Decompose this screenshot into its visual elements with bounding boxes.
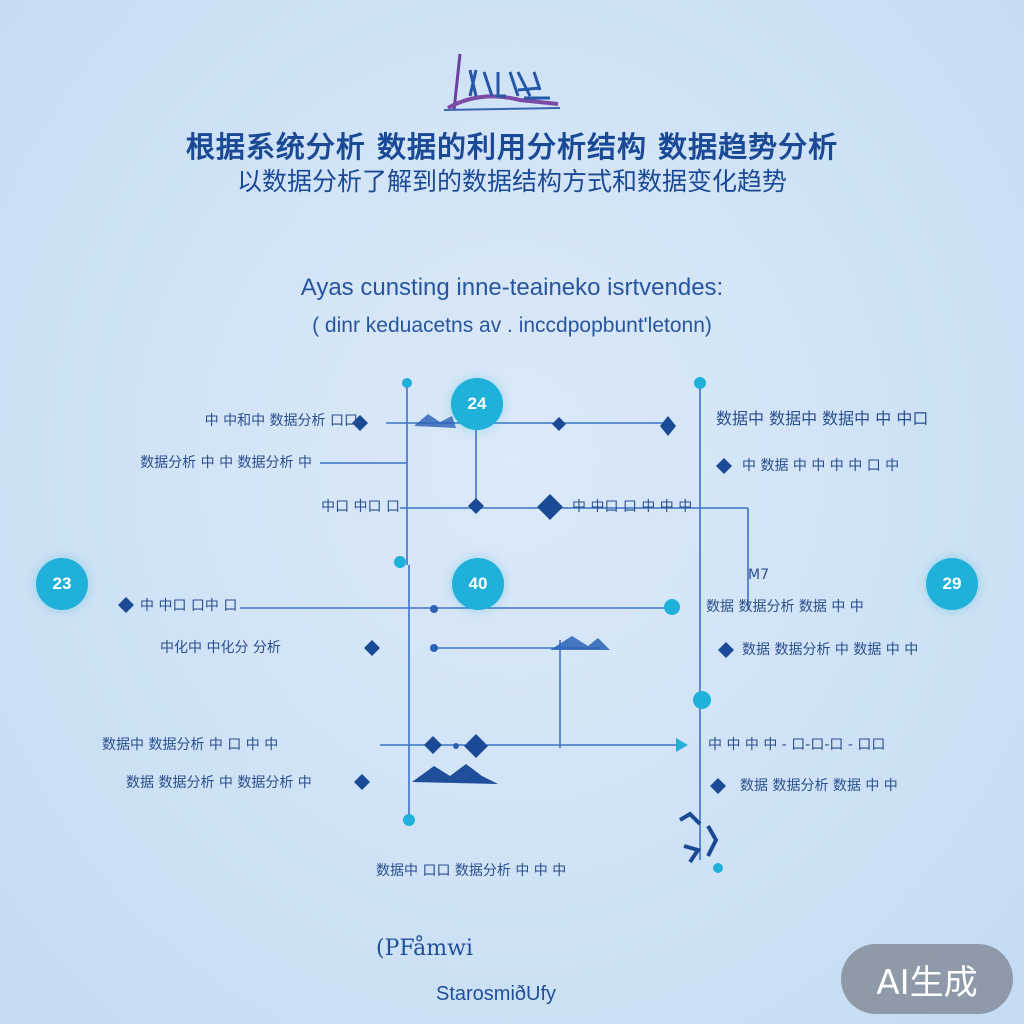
node-dot bbox=[403, 814, 415, 826]
diamond-node bbox=[364, 640, 380, 656]
diamond-node bbox=[464, 734, 488, 758]
node-dot bbox=[402, 378, 412, 388]
node-dot bbox=[430, 644, 438, 652]
label-right-3: 数据 数据分析 数据 中 中 bbox=[706, 599, 864, 615]
diamond-node bbox=[716, 458, 732, 474]
arrow-head bbox=[676, 738, 688, 752]
badge-23: 23 bbox=[36, 558, 88, 610]
wave-peak-3 bbox=[412, 764, 498, 784]
label-right-6: 数据 数据分析 数据 中 中 bbox=[740, 778, 898, 794]
diamond-node bbox=[424, 736, 442, 754]
node-dot bbox=[694, 377, 706, 389]
node-dot bbox=[430, 605, 438, 613]
diamond-node bbox=[552, 417, 566, 431]
badge-29: 29 bbox=[926, 558, 978, 610]
label-left-1: 中 中和中 数据分析 口口 bbox=[204, 413, 358, 429]
label-right-5: 中 中 中 中 - 口-口-口 - 口口 bbox=[708, 737, 886, 753]
ai-generated-badge: AI生成 bbox=[841, 944, 1013, 1014]
logo-icon bbox=[443, 53, 561, 111]
label-bottom: 数据中 口口 数据分析 中 中 中 bbox=[376, 863, 567, 879]
label-right-1: 数据中 数据中 数据中 中 中口 bbox=[716, 409, 929, 428]
diamond-node bbox=[118, 597, 134, 613]
node-dot bbox=[713, 863, 723, 873]
subtitle-line-1: Ayas cunsting inne-teaineko isrtvendes: bbox=[300, 274, 724, 301]
label-right-2: 中 数据 中 中 中 中 口 中 bbox=[742, 458, 900, 474]
label-left-7: 数据 数据分析 中 数据分析 中 bbox=[126, 775, 312, 791]
wave-peak-2 bbox=[550, 636, 610, 650]
badge-40: 40 bbox=[452, 558, 504, 610]
decor-glyph bbox=[678, 811, 719, 864]
wave-peak-1 bbox=[414, 414, 456, 428]
node-dot bbox=[664, 599, 680, 615]
diamond-node bbox=[354, 774, 370, 790]
diamond-node bbox=[710, 778, 726, 794]
node-dot bbox=[453, 743, 459, 749]
label-left-4: 中 中口 口中 口 bbox=[140, 598, 238, 614]
node-dot bbox=[693, 691, 711, 709]
diamond-node bbox=[537, 494, 563, 520]
label-left-3: 中口 中口 口 bbox=[321, 499, 400, 515]
label-right-m7: M7 bbox=[748, 567, 769, 583]
badge-24: 24 bbox=[451, 378, 503, 430]
subtitle-line-2: ( dinr keduacetns av . inccdpopbunt'leto… bbox=[312, 314, 712, 337]
label-left-5: 中化中 中化分 分析 bbox=[160, 640, 281, 656]
diamond-node bbox=[352, 415, 368, 431]
diamond-node bbox=[660, 416, 676, 436]
label-left-6: 数据中 数据分析 中 口 中 中 bbox=[102, 737, 279, 753]
title-line-2: 以数据分析了解到的数据结构方式和数据变化趋势 bbox=[236, 167, 787, 196]
title-line-1: 根据系统分析 数据的利用分析结构 数据趋势分析 bbox=[185, 130, 839, 164]
label-mid-1: 中 中口 口 中 中 中 bbox=[572, 499, 693, 515]
footer-line-1: (PFåmwi bbox=[376, 936, 474, 961]
label-left-2: 数据分析 中 中 数据分析 中 bbox=[140, 455, 312, 471]
footer-line-2: StarosmiðUfy bbox=[436, 983, 557, 1005]
label-right-4: 数据 数据分析 中 数据 中 中 bbox=[742, 642, 919, 658]
node-dot bbox=[394, 556, 406, 568]
diamond-node bbox=[468, 498, 484, 514]
diamond-node bbox=[718, 642, 734, 658]
